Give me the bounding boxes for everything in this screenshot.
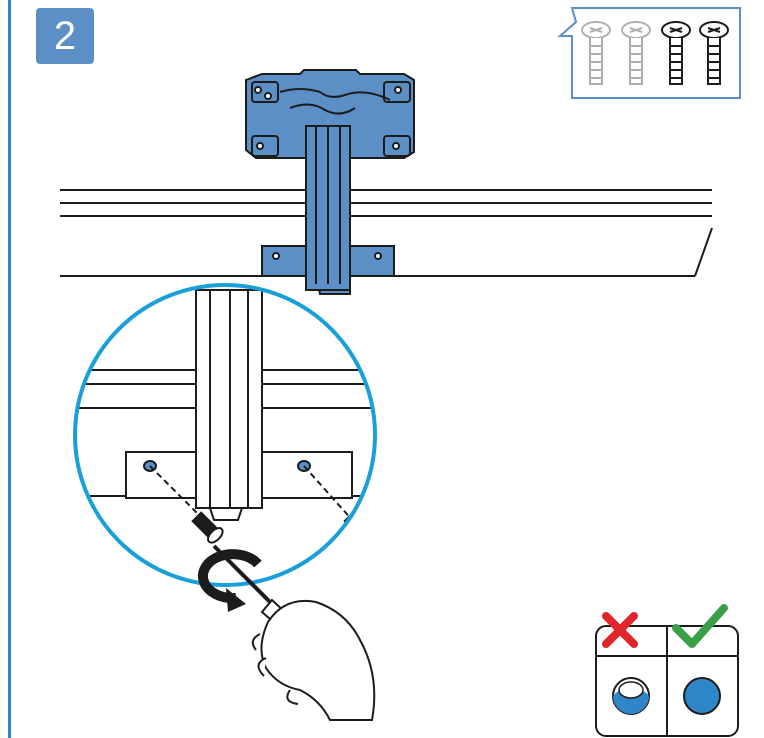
screw-selection-icon [557, 7, 741, 99]
screw-right [343, 511, 375, 544]
screw-light-2 [621, 21, 651, 85]
step-number: 2 [53, 14, 77, 58]
cross-mark-icon [602, 612, 638, 648]
rotate-arrow-icon [197, 549, 262, 612]
screw-dark-1 [661, 21, 691, 85]
screw-light-1 [581, 21, 611, 85]
check-mark-icon [672, 604, 728, 648]
step-number-badge: 2 [36, 8, 94, 64]
screw-dark-2 [699, 21, 729, 85]
hole-misaligned [612, 677, 650, 715]
comparison-panel [595, 604, 739, 737]
screw-left [191, 511, 224, 544]
page-left-rule [8, 0, 11, 738]
hole-aligned [683, 677, 721, 715]
mount-bracket [245, 69, 415, 295]
hand [251, 600, 376, 721]
magnified-detail [73, 283, 377, 587]
